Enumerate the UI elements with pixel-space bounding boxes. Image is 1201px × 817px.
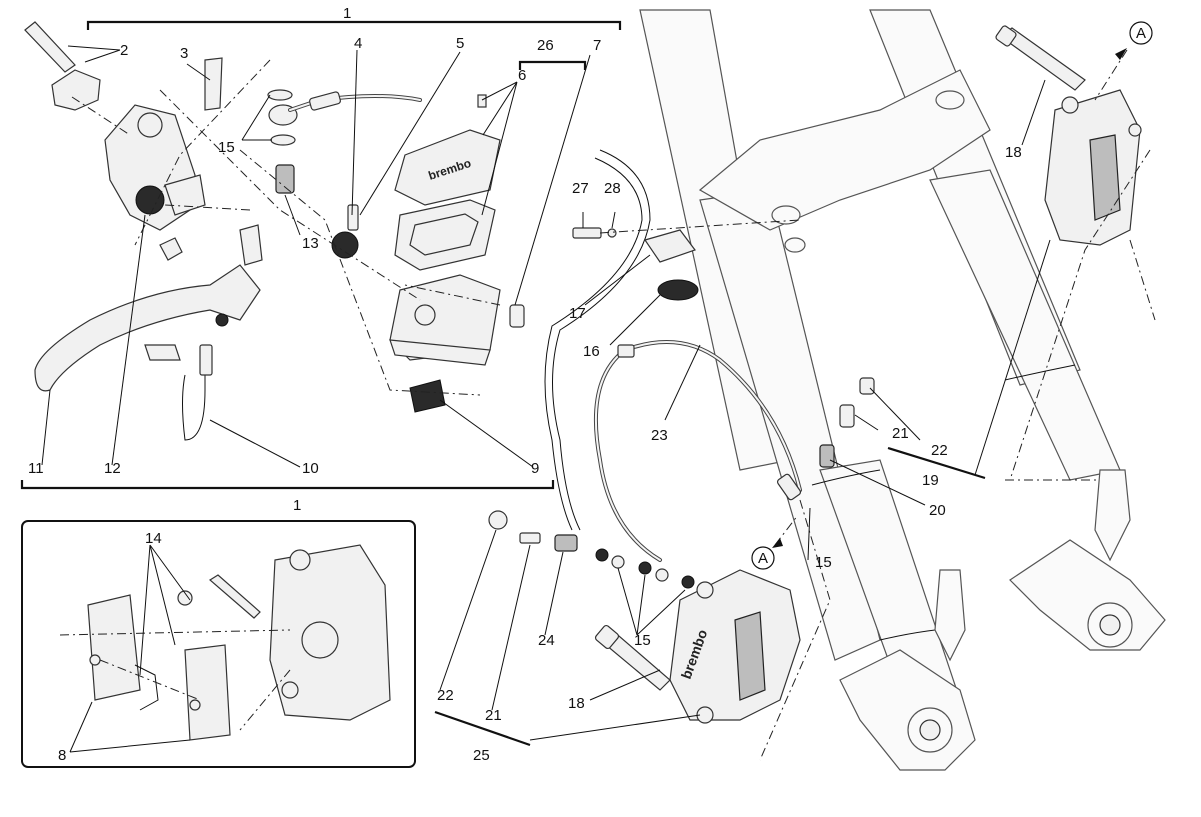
brake-pads [87, 594, 231, 741]
label-10: 10 [302, 460, 319, 477]
handlebar-clamp [24, 21, 101, 111]
label-18-lower: 18 [568, 695, 585, 712]
label-3: 3 [180, 45, 188, 62]
label-9: 9 [531, 460, 539, 477]
label-18-top: 18 [1005, 144, 1022, 161]
bleed-fittings-upper [819, 377, 875, 468]
caliper-bolt-left [594, 624, 671, 691]
label-5: 5 [456, 35, 464, 52]
label-19: 19 [922, 472, 939, 489]
label-28: 28 [604, 180, 621, 197]
part-labels: 1 2 3 4 5 26 7 6 15 13 11 12 10 9 1 27 2… [28, 5, 1022, 764]
label-25: 25 [473, 747, 490, 764]
label-22-upper: 22 [931, 442, 948, 459]
label-1-top: 1 [343, 5, 351, 22]
caliper-body-inset [269, 544, 391, 721]
label-15-c: 15 [634, 632, 651, 649]
label-27: 27 [572, 180, 589, 197]
brake-hose-thin [544, 149, 651, 531]
label-2: 2 [120, 42, 128, 59]
label-23: 23 [651, 427, 668, 444]
label-13: 13 [302, 235, 319, 252]
label-17: 17 [569, 305, 586, 322]
brake-hose-23 [593, 340, 802, 562]
reservoir-assembly: brembo [331, 94, 525, 413]
group-brackets [20, 20, 986, 747]
label-4: 4 [354, 35, 362, 52]
leader-lines [41, 45, 1051, 753]
label-24: 24 [538, 632, 555, 649]
label-14: 14 [145, 530, 162, 547]
label-20: 20 [929, 502, 946, 519]
banjo-fitting-top [267, 89, 422, 194]
hose-guide [572, 227, 699, 301]
callout-a-lower: A [751, 514, 799, 570]
label-8: 8 [58, 747, 66, 764]
brake-master-cylinder [104, 104, 206, 261]
callout-a-lower-text: A [758, 550, 768, 567]
label-12: 12 [104, 460, 121, 477]
pad-pin [177, 574, 261, 619]
label-21-upper: 21 [892, 425, 909, 442]
caliper-bolt-right [995, 25, 1086, 91]
callout-a-top: A [1094, 21, 1153, 101]
front-caliper-right [1044, 89, 1142, 246]
label-11: 11 [28, 460, 44, 477]
label-15-b: 15 [815, 554, 832, 571]
label-6: 6 [518, 67, 526, 84]
brake-light-switch [144, 344, 213, 441]
assembly-guide-lines [59, 59, 1156, 761]
label-26: 26 [537, 37, 554, 54]
label-15-a: 15 [218, 139, 235, 156]
front-caliper-left: brembo [669, 569, 801, 724]
bleed-fittings-lower [488, 510, 695, 589]
callout-a-top-text: A [1136, 25, 1146, 42]
label-1-bottom: 1 [293, 497, 301, 514]
label-22-lower: 22 [437, 687, 454, 704]
label-21-lower: 21 [485, 707, 502, 724]
brake-lever [34, 224, 263, 392]
pivot-pin [204, 57, 223, 111]
front-fork [639, 9, 1166, 771]
label-16: 16 [583, 343, 600, 360]
label-7: 7 [593, 37, 601, 54]
